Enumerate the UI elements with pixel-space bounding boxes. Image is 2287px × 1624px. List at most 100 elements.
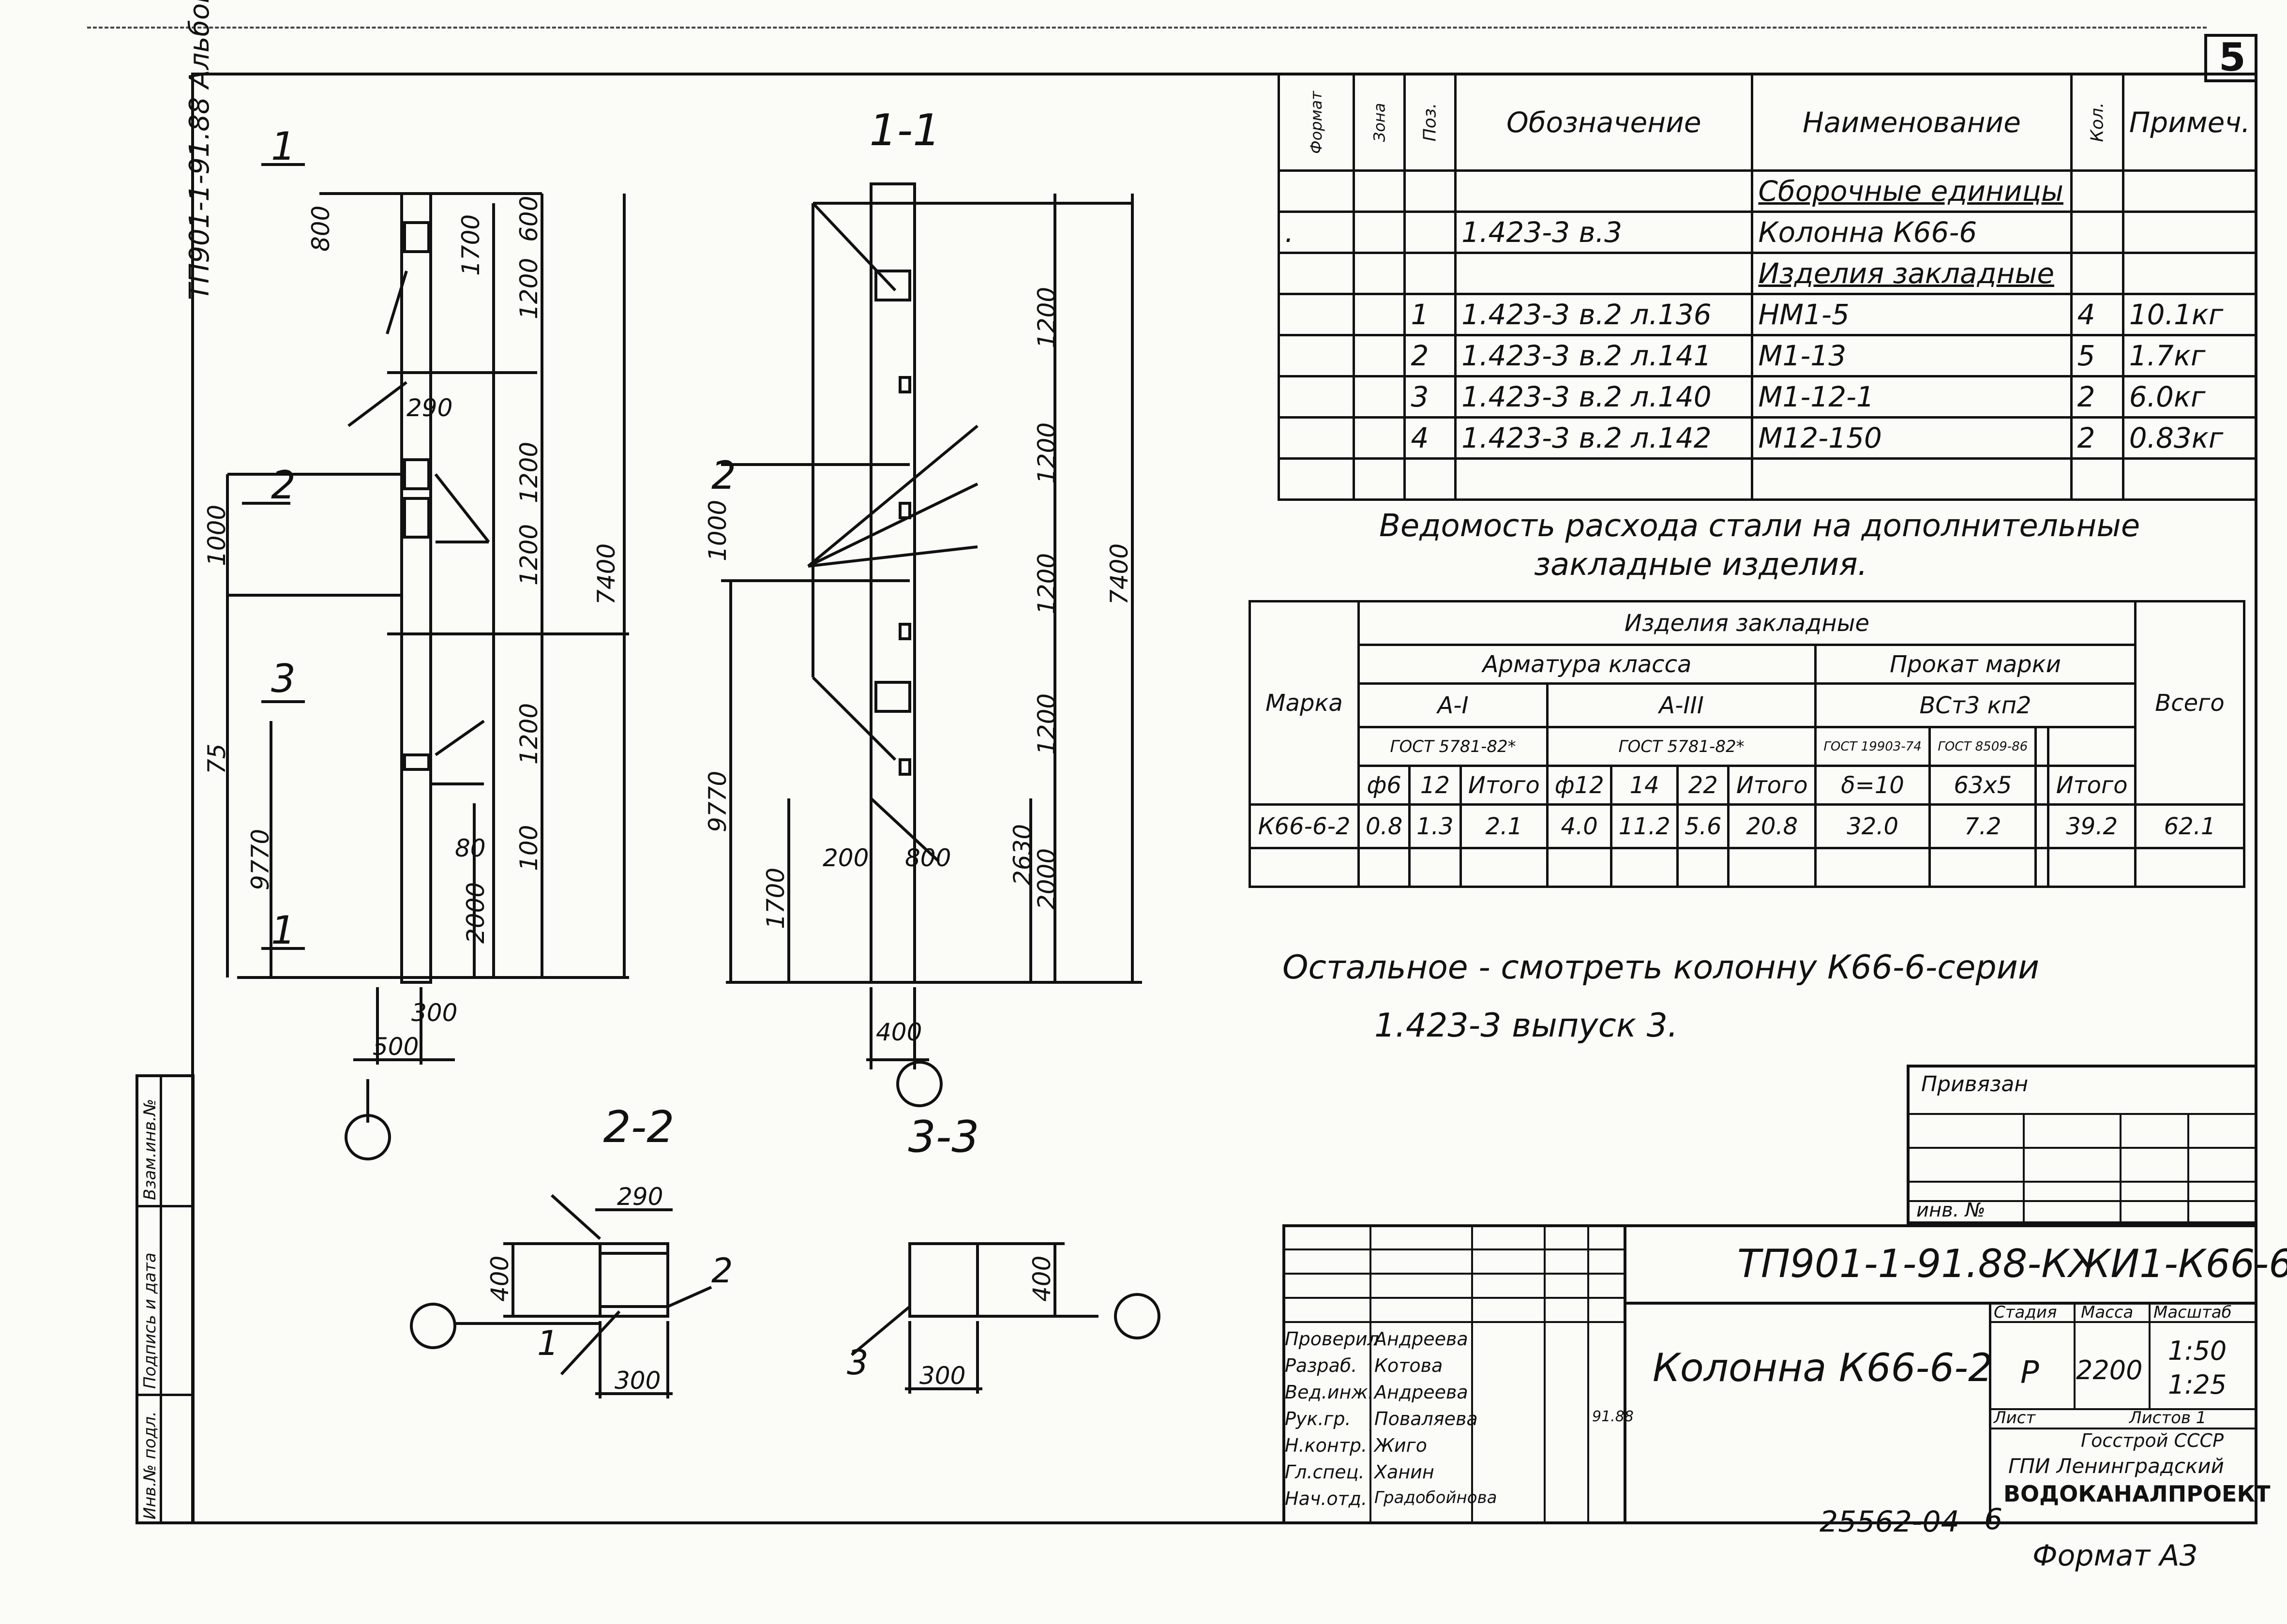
- dim-1700-left: 2000: [462, 882, 490, 944]
- dim-600-left: 600: [515, 196, 543, 242]
- steel-col: ф12: [1546, 765, 1613, 806]
- steel-col: δ=10: [1814, 765, 1931, 806]
- bom-header-zone: Зона: [1352, 73, 1406, 172]
- dim-1200-d: 1200: [515, 703, 543, 765]
- sec22-pos2: 2: [711, 1251, 733, 1291]
- stamp-code: ТП901-1-91.88-КЖИ1-К66-6-2: [1737, 1241, 2287, 1286]
- privyazan-label: Привязан: [1921, 1072, 2029, 1097]
- table-row: [1249, 847, 2245, 888]
- view-title-2-2: 2-2: [603, 1102, 675, 1153]
- dim-1700-top: 1700: [457, 214, 485, 276]
- table-row: [1278, 457, 2258, 501]
- column-elevation-1: [400, 192, 432, 984]
- name-5: Ханин: [1374, 1461, 1434, 1483]
- steel-col: 12: [1408, 765, 1462, 806]
- inv-label: инв. №: [1916, 1199, 1986, 1221]
- cut-mark-3: 3: [271, 656, 296, 701]
- steel-gost-p2: ГОСТ 8509-86: [1928, 726, 2037, 767]
- steel-title-line2: закладные изделия.: [1534, 547, 1867, 583]
- cut-mark-1-bottom: 1: [271, 908, 296, 953]
- steel-table: Марка Изделия закладные Всего Арматура к…: [1249, 600, 2245, 888]
- steel-header-prokat: Прокат марки: [1814, 644, 2137, 685]
- stamp-org3: ВОДОКАНАЛПРОЕКТ: [2003, 1481, 2271, 1507]
- role-4: Н.контр.: [1285, 1435, 1368, 1456]
- dim-200-mid: 200: [823, 844, 869, 872]
- dim-400-mid: 400: [876, 1018, 922, 1046]
- stamp-stadia-val: Р: [2020, 1355, 2039, 1391]
- name-3: Поваляева: [1374, 1408, 1478, 1429]
- name-1: Котова: [1374, 1355, 1443, 1376]
- role-2: Вед.инж.: [1285, 1382, 1374, 1403]
- steel-col: Итого: [1459, 765, 1549, 806]
- title-stamp: [1282, 1224, 2257, 1524]
- bom-header-designation: Обозначение: [1454, 73, 1754, 172]
- sheet-frame: [191, 73, 2257, 1524]
- stamp-date: 91.88: [1592, 1408, 1634, 1425]
- dim-2650: 9770: [246, 829, 274, 890]
- note-line1: Остальное - смотреть колонну К66-6-серии: [1282, 948, 2040, 987]
- dim-1200-a: 1200: [515, 258, 543, 319]
- steel-col: Итого: [2047, 765, 2137, 806]
- stamp-scale1: 1:50: [2168, 1336, 2227, 1366]
- steel-header-a1: А-I: [1357, 682, 1549, 728]
- view-title-3-3: 3-3: [908, 1112, 979, 1162]
- dim-1000-left: 1000: [203, 505, 231, 566]
- role-0: Проверил: [1285, 1328, 1379, 1350]
- cut-mark-1-top: 1: [271, 124, 296, 169]
- bottom-sheet: 6: [1984, 1503, 2003, 1536]
- dim-7400-left: 7400: [592, 543, 620, 605]
- steel-title-line1: Ведомость расхода стали на дополнительны…: [1379, 508, 2140, 544]
- bom-header-format: Формат: [1278, 73, 1355, 172]
- bom-table: Формат Зона Поз. Обозначение Наименовани…: [1278, 73, 2258, 501]
- sec33-400: 400: [1028, 1256, 1056, 1302]
- stamp-listov: Листов 1: [2129, 1408, 2207, 1428]
- dim-9770-mid: 9770: [704, 771, 732, 832]
- cut-mark-2: 2: [271, 463, 296, 508]
- sec22-pos1: 1: [537, 1323, 559, 1363]
- format-label: Формат А3: [2032, 1539, 2198, 1573]
- side-stamp-divider: [135, 1394, 195, 1396]
- steel-col: Итого: [1727, 765, 1817, 806]
- dim-1200-c: 1200: [515, 524, 543, 586]
- stamp-stadia: Стадия: [1994, 1303, 2057, 1322]
- steel-header-izdelia: Изделия закладные: [1357, 600, 2137, 646]
- steel-col: 14: [1610, 765, 1679, 806]
- sec33-pos3: 3: [847, 1343, 869, 1383]
- dim-2000-mid: 2000: [1033, 848, 1061, 910]
- steel-gost-p1: ГОСТ 19903-74: [1814, 726, 1931, 767]
- side-stamp-divider: [135, 1205, 195, 1207]
- sec22-290: 290: [617, 1183, 663, 1211]
- section-3-3: [908, 1242, 979, 1318]
- role-1: Разраб.: [1285, 1355, 1357, 1376]
- scan-line: [87, 27, 2207, 29]
- dim-2630: 2630: [1008, 824, 1037, 886]
- dim-1700-mid: 1700: [762, 868, 790, 929]
- dim-300-left: 300: [411, 999, 457, 1027]
- name-0: Андреева: [1374, 1328, 1468, 1350]
- sec22-300: 300: [615, 1367, 661, 1395]
- privyazan-box: [1907, 1065, 2257, 1224]
- bom-header-name: Наименование: [1751, 73, 2073, 172]
- dim-1200-mid-c: 1200: [1033, 553, 1061, 615]
- steel-col: 63х5: [1928, 765, 2037, 806]
- sec22-400: 400: [486, 1256, 514, 1302]
- bottom-number: 25562-04: [1820, 1505, 1959, 1539]
- dim-1200-mid-d: 1200: [1033, 693, 1061, 755]
- dim-2000-left: 100: [515, 825, 543, 871]
- name-4: Жиго: [1374, 1435, 1427, 1456]
- stamp-scale2: 1:25: [2168, 1369, 2227, 1400]
- role-6: Нач.отд.: [1285, 1488, 1368, 1509]
- side-stamp-divider: [160, 1074, 162, 1524]
- stamp-org2: ГПИ Ленинградский: [2008, 1454, 2224, 1478]
- steel-col: 22: [1676, 765, 1730, 806]
- section-2-2: [599, 1242, 669, 1318]
- steel-header-marka: Марка: [1249, 600, 1360, 806]
- cut-mark-2-mid: 2: [711, 453, 736, 498]
- dim-9770-left: 75: [203, 743, 231, 774]
- stamp-org1: Госстрой СССР: [2081, 1430, 2224, 1451]
